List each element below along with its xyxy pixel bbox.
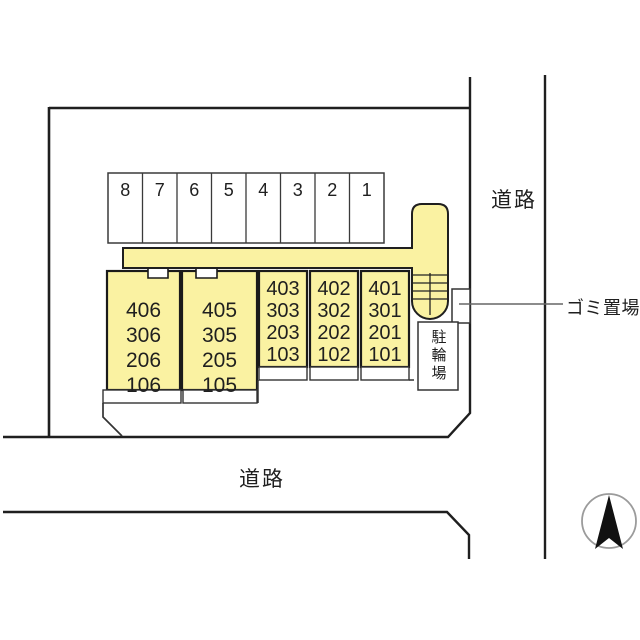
room-number: 101	[368, 344, 402, 366]
room-number: 303	[266, 300, 300, 322]
unit-column-x02: 402 302 202 102	[310, 271, 358, 367]
balcony-strip-2	[182, 389, 258, 404]
unit-column-x06: 406 306 206 106	[107, 271, 180, 397]
unit-column-x01: 401 301 201 101	[361, 271, 409, 367]
room-number: 205	[201, 349, 238, 372]
garbage-label: ゴミ置場	[566, 298, 640, 318]
balcony-strip-5	[360, 366, 410, 381]
bicycle-parking-label: 駐輪場	[429, 329, 447, 383]
room-number: 106	[125, 374, 162, 397]
road-label-bottom: 道路	[239, 468, 285, 491]
parking-spot-5: 5	[223, 180, 234, 200]
room-number: 203	[266, 322, 300, 344]
parking-spot-1: 1	[361, 180, 372, 200]
balcony-strip-3	[258, 366, 308, 381]
room-number: 406	[125, 299, 162, 322]
parking-row: 8 7 6 5 4 3 2 1	[108, 173, 384, 243]
room-number: 202	[317, 322, 351, 344]
entry-notch-b	[195, 269, 218, 279]
room-number: 405	[201, 299, 238, 322]
road-label-right: 道路	[491, 189, 537, 212]
parking-spot-7: 7	[154, 180, 165, 200]
unit-column-x03: 403 303 203 103	[259, 271, 307, 367]
balcony-strip-4	[309, 366, 359, 381]
parking-spot-8: 8	[120, 180, 131, 200]
room-number: 302	[317, 300, 351, 322]
bicycle-parking-box	[417, 321, 459, 391]
garbage-box	[451, 288, 471, 324]
room-number: 201	[368, 322, 402, 344]
room-number: 401	[368, 278, 402, 300]
room-number: 402	[317, 278, 351, 300]
room-number: 305	[201, 324, 238, 347]
unit-column-x05: 405 305 205 105	[182, 271, 257, 397]
unit-block-102-402	[308, 269, 360, 369]
unit-block-101-401	[359, 269, 411, 369]
entry-notch-a-fill	[148, 269, 168, 278]
room-number: 206	[125, 349, 162, 372]
entry-notch-b-fill	[196, 269, 217, 278]
balcony-strip-1	[102, 389, 182, 404]
compass	[581, 493, 637, 549]
room-number: 102	[317, 344, 351, 366]
entry-notch-a	[147, 269, 169, 279]
parking-spot-3: 3	[292, 180, 303, 200]
room-number: 105	[201, 374, 238, 397]
parking-spot-2: 2	[327, 180, 338, 200]
room-number: 103	[266, 344, 300, 366]
unit-block-106-406	[105, 269, 182, 392]
road-bottom-outer-line	[3, 510, 471, 559]
room-number: 306	[125, 324, 162, 347]
parking-stall-dividers	[141, 173, 351, 243]
room-number: 403	[266, 278, 300, 300]
unit-block-105-405	[180, 269, 259, 392]
parking-spot-4: 4	[258, 180, 269, 200]
road-right-inner-line	[3, 77, 472, 439]
room-number: 301	[368, 300, 402, 322]
north-needle-icon	[595, 495, 623, 549]
corridor-and-stair-tower	[122, 203, 449, 320]
parking-spot-6: 6	[189, 180, 200, 200]
footprint-chamfer-left	[102, 403, 123, 437]
unit-block-103-403	[257, 269, 309, 369]
